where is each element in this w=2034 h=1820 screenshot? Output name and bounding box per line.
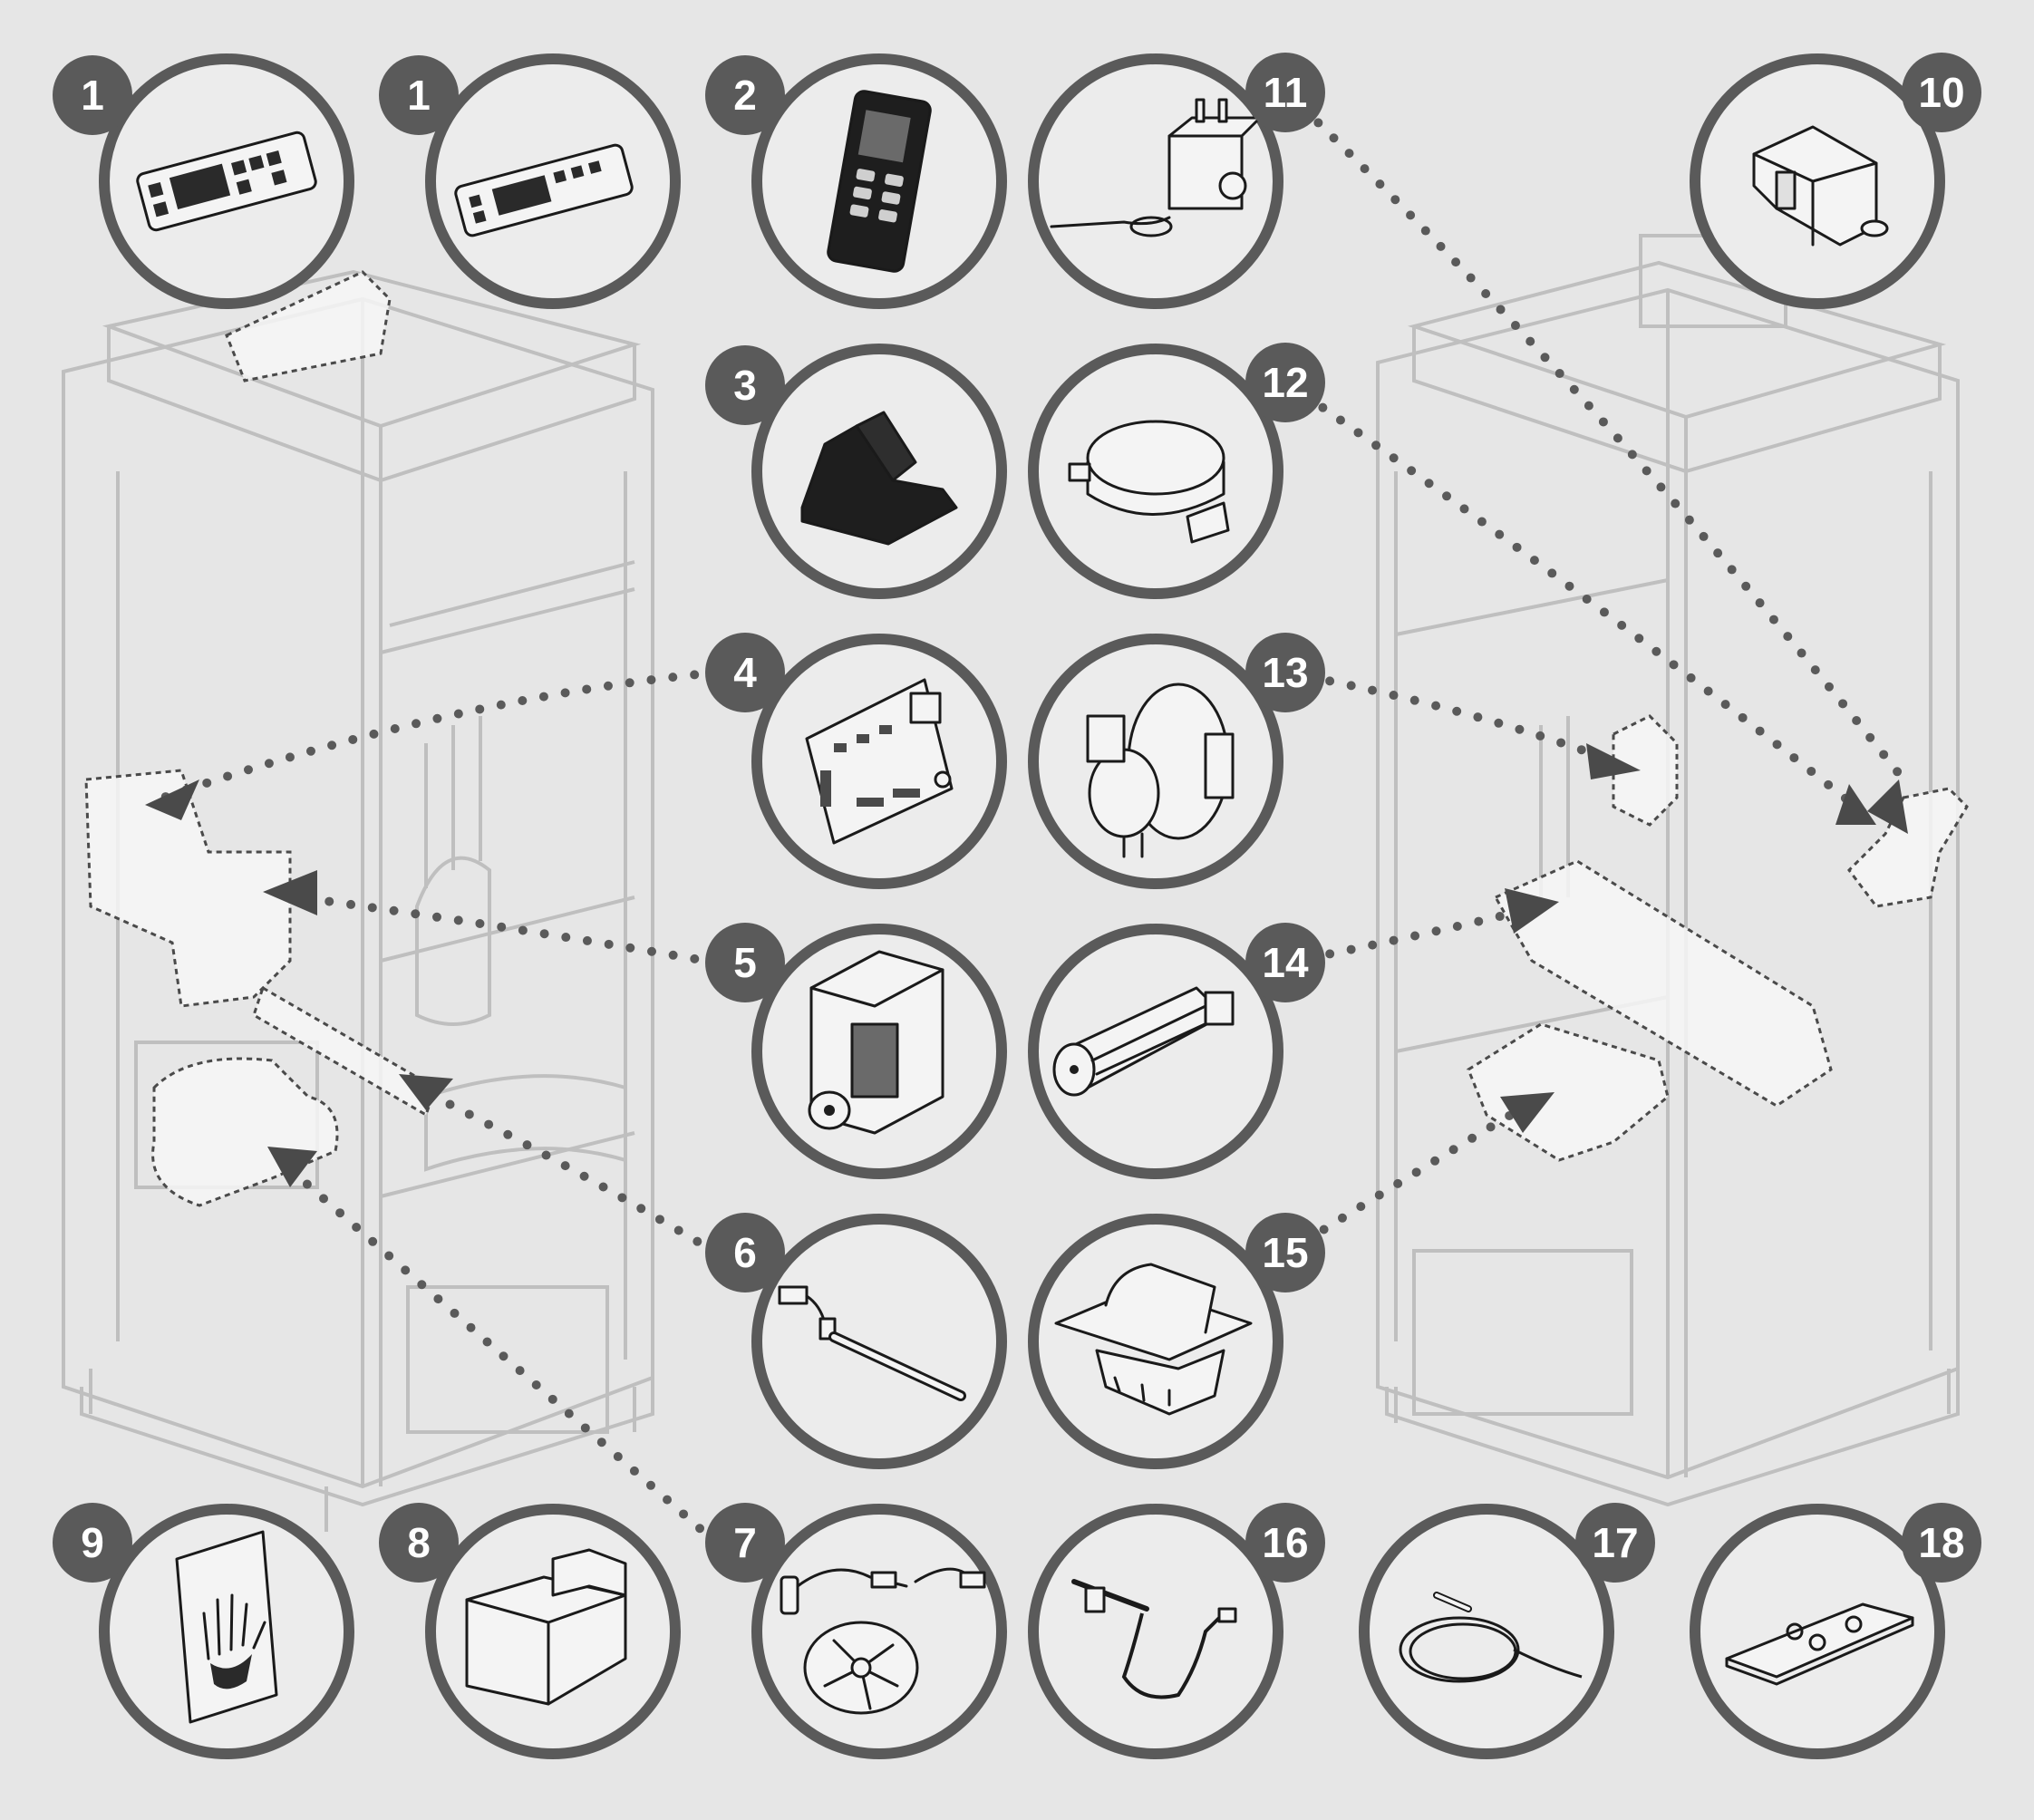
callout-15: 15: [1028, 1213, 1325, 1469]
stand-icon: [800, 411, 958, 546]
callout-6: 6: [705, 1213, 1007, 1469]
callout-16: 16: [1028, 1503, 1325, 1759]
right-stove-illustration: [1376, 234, 1960, 1507]
leader-11: [1283, 88, 1908, 784]
arrow-15: [1500, 1092, 1555, 1133]
gear-motor-icon: [808, 950, 944, 1135]
leader-5: [295, 893, 721, 967]
callout-8-number: 8: [407, 1519, 431, 1566]
callout-13-number: 13: [1262, 649, 1308, 696]
callout-1b-number: 1: [407, 72, 431, 119]
air-pressure-sensor-icon: [1086, 682, 1235, 858]
callout-1a: 1: [53, 53, 354, 309]
pressure-switch-icon: [1068, 420, 1230, 544]
leader-lines: [159, 88, 1908, 1547]
callout-4-number: 4: [733, 649, 757, 696]
tangential-fan-icon: [1052, 986, 1235, 1097]
burn-pot-icon: [1054, 1263, 1253, 1416]
leader-13: [1283, 668, 1618, 766]
callout-11-number: 11: [1264, 69, 1308, 116]
callout-12-number: 12: [1262, 359, 1308, 406]
cable-probe-icon: [1399, 1592, 1583, 1683]
callout-15-number: 15: [1262, 1229, 1308, 1276]
callout-3-number: 3: [733, 362, 757, 409]
cover-bracket-icon: [1752, 125, 1889, 247]
callout-2: 2: [705, 53, 1007, 309]
arrow-11: [1867, 779, 1908, 834]
callout-14: 14: [1028, 923, 1325, 1179]
arrow-14: [1505, 888, 1559, 934]
callout-16-number: 16: [1262, 1519, 1308, 1566]
remote-control-icon: [1725, 1602, 1914, 1686]
callout-7: 7: [705, 1503, 1007, 1759]
arrow-6: [399, 1074, 453, 1110]
zone-pressure-sensor: [1612, 714, 1679, 827]
callout-17-number: 17: [1592, 1519, 1638, 1566]
callout-11: 11: [1028, 53, 1325, 309]
thermostat-icon: [1050, 98, 1262, 237]
arrow-13: [1586, 743, 1641, 779]
callout-17: 17: [1359, 1503, 1655, 1759]
leader-7: [286, 1165, 721, 1547]
arrow-4: [145, 779, 199, 820]
arrow-5: [263, 870, 317, 915]
igniter-icon: [778, 1285, 966, 1401]
leader-4: [159, 668, 721, 802]
callout-9: 9: [53, 1503, 354, 1759]
zone-thermostat: [1847, 787, 1969, 908]
callout-10-number: 10: [1918, 69, 1964, 116]
callout-3: 3: [705, 344, 1007, 599]
callout-2-number: 2: [733, 72, 757, 119]
probe-icon: [1071, 1579, 1237, 1699]
callout-7-number: 7: [733, 1519, 757, 1566]
highlighted-component-zones: [84, 270, 1969, 1207]
circuit-board-icon: [805, 678, 954, 845]
arrow-12: [1835, 784, 1876, 825]
glove-icon: [175, 1530, 278, 1724]
callout-8: 8: [379, 1503, 681, 1759]
callout-1a-number: 1: [81, 72, 104, 119]
callout-12: 12: [1028, 343, 1325, 599]
zone-igniter: [252, 985, 437, 1118]
arrow-7: [267, 1147, 317, 1187]
zone-tangential-fan: [1493, 859, 1833, 1108]
callout-4: 4: [705, 633, 1007, 889]
control-panel-icon: [136, 131, 317, 232]
callout-5-number: 5: [733, 939, 757, 986]
exhaust-fan-icon: [780, 1567, 986, 1715]
callout-18: 18: [1690, 1503, 1981, 1759]
leader-arrowheads: [145, 743, 1908, 1187]
callout-10: 10: [1690, 53, 1981, 309]
zone-circuit-board: [84, 769, 292, 1008]
leader-12: [1283, 378, 1872, 820]
leader-15: [1283, 1092, 1545, 1257]
zone-control-panel: [225, 270, 392, 382]
callout-1b: 1: [379, 53, 681, 309]
ash-tray-icon: [465, 1548, 627, 1706]
control-panel-icon: [454, 143, 634, 237]
wall-control-icon: [827, 90, 932, 273]
callout-14-number: 14: [1262, 939, 1309, 986]
callout-13: 13: [1028, 633, 1325, 889]
zone-burn-pot: [1467, 1022, 1670, 1162]
callout-9-number: 9: [81, 1519, 104, 1566]
leader-6: [412, 1083, 721, 1257]
callout-18-number: 18: [1918, 1519, 1964, 1566]
callout-6-number: 6: [733, 1229, 757, 1276]
leader-14: [1283, 902, 1545, 967]
callout-5: 5: [705, 923, 1007, 1179]
